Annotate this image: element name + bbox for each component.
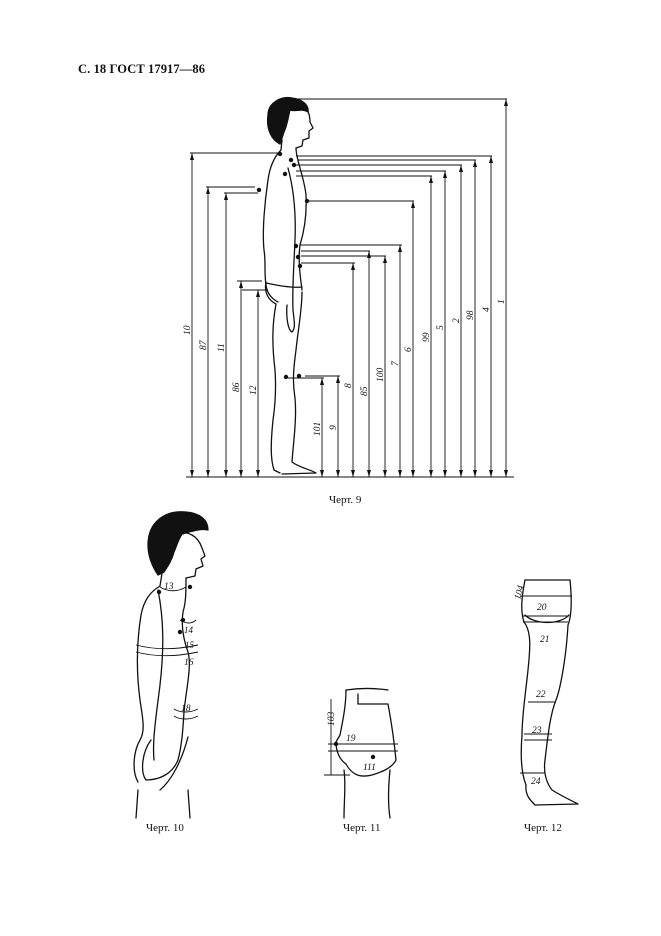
caption-fig10: Черт. 10	[146, 822, 184, 834]
figure-11-lines	[324, 699, 398, 776]
dim-label-10: 10	[183, 325, 193, 335]
dim-label-9: 9	[329, 425, 339, 430]
dim-label-101: 101	[313, 422, 323, 436]
dim-label-87: 87	[199, 339, 209, 350]
dim-label-8: 8	[344, 383, 354, 388]
label-20: 20	[537, 603, 547, 613]
label-104: 104	[513, 584, 526, 601]
dim-label-2: 2	[452, 318, 462, 323]
label-19: 19	[346, 734, 356, 744]
figure-10-labels: 13 14 15 16 18	[164, 582, 195, 714]
caption-fig9: Черт. 9	[329, 494, 362, 506]
dimension-lines	[191, 99, 507, 477]
dim-label-85: 85	[360, 386, 370, 396]
dim-label-4: 4	[482, 307, 492, 312]
dim-label-86: 86	[232, 382, 242, 392]
girth-label-13: 13	[164, 582, 174, 592]
caption-fig11: Черт. 11	[343, 822, 381, 834]
figure-11-labels: 103 19 111	[327, 712, 376, 774]
label-24: 24	[531, 777, 541, 787]
figure-10-girth-lines	[135, 586, 199, 720]
extension-lines	[190, 98, 507, 379]
label-23: 23	[532, 726, 542, 736]
girth-label-18: 18	[181, 704, 191, 714]
landmark-dots	[256, 151, 310, 380]
dim-label-98: 98	[466, 310, 476, 320]
dim-label-1: 1	[497, 299, 507, 304]
label-111: 111	[363, 763, 376, 773]
girth-label-14: 14	[184, 625, 194, 635]
page-header: С. 18 ГОСТ 17917—86	[78, 62, 206, 76]
figure-11-hips	[335, 687, 397, 819]
girth-label-15: 15	[185, 640, 195, 650]
dim-label-99: 99	[422, 332, 432, 342]
caption-fig12: Черт. 12	[524, 822, 562, 834]
label-21: 21	[540, 635, 550, 645]
figure-12-lines	[520, 595, 572, 774]
label-103: 103	[327, 712, 337, 727]
dim-label-11: 11	[217, 343, 227, 352]
girth-label-16: 16	[184, 658, 194, 668]
standing-figure	[262, 96, 317, 475]
dim-label-6: 6	[404, 347, 414, 352]
figure-10-bust	[133, 511, 209, 819]
dimension-labels: 10 87 11 86 12 101 9 8 85 100 7 6 99 5 2…	[183, 299, 507, 436]
figure-12-leg	[520, 579, 579, 806]
dim-label-12: 12	[249, 385, 259, 395]
label-22: 22	[536, 690, 546, 700]
figure-12-labels: 104 20 21 22 23 24	[513, 584, 549, 787]
dim-label-5: 5	[436, 325, 446, 330]
dim-label-7: 7	[391, 360, 401, 366]
dim-label-100: 100	[376, 368, 386, 383]
